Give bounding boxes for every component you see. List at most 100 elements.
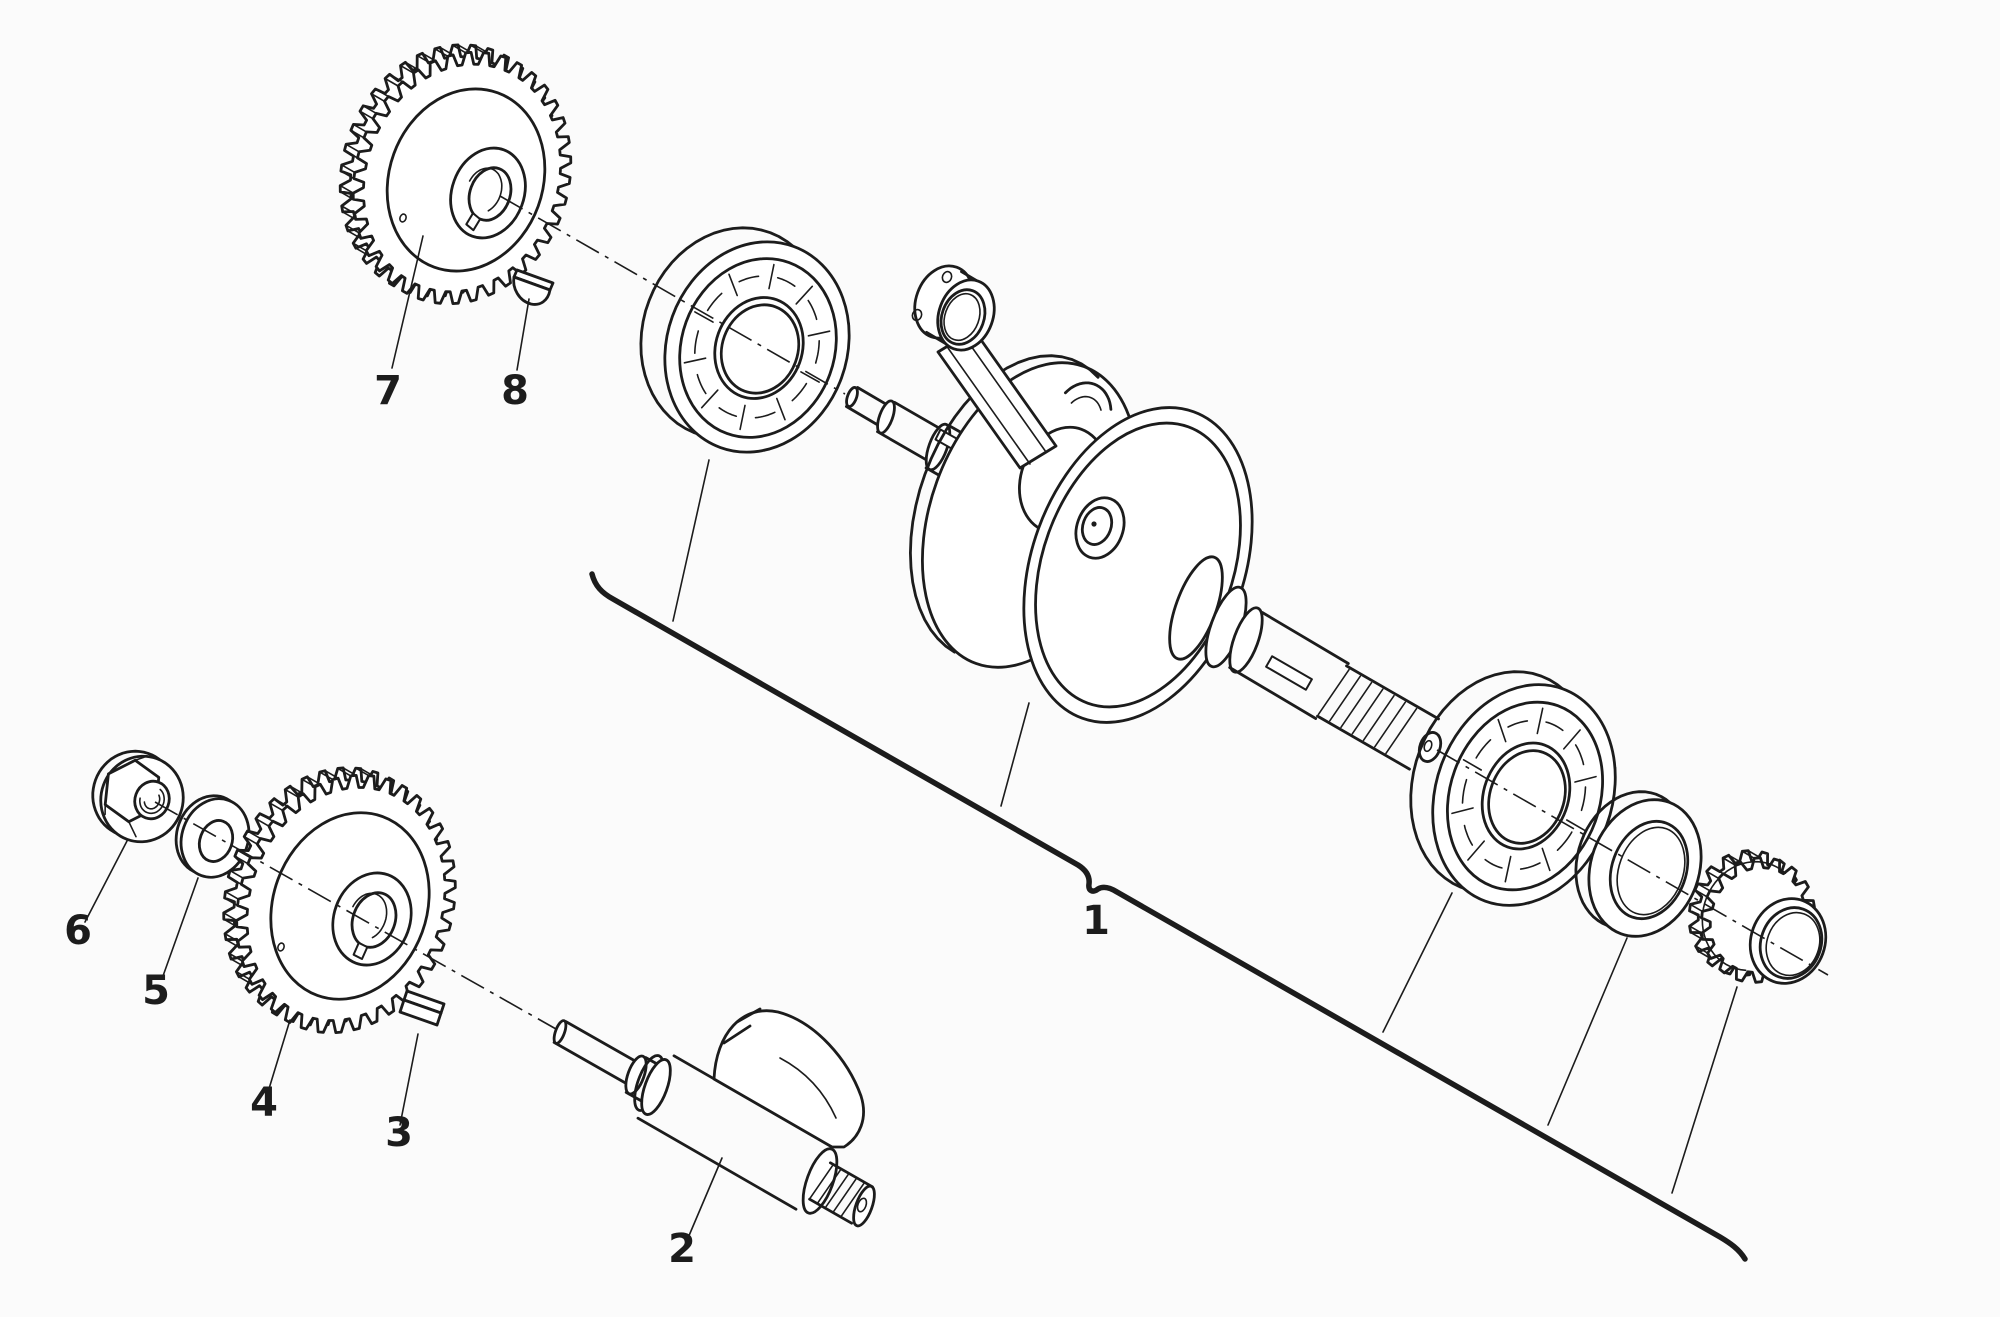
crank-shaft-step: [876, 399, 896, 435]
shaft-thread-section: [808, 1197, 853, 1225]
gear-face-hole: [277, 942, 285, 952]
seal-back-rim: [1574, 790, 1680, 930]
crank-pin-boss-inner: [1080, 506, 1114, 546]
gear-tooth-flank: [388, 73, 404, 83]
bearing-ball: [738, 275, 760, 283]
gear-tooth-flank: [224, 932, 239, 943]
lobe-bevel: [735, 1007, 762, 1024]
bearing-inner-race: [713, 296, 805, 400]
bearing-ball: [1574, 744, 1585, 766]
conrod-oil-hole: [911, 308, 923, 322]
bearing-cage-bar: [694, 311, 714, 323]
part-label-7: 7: [374, 368, 402, 414]
bearing-ball: [1463, 824, 1474, 846]
crank-tip-hole: [1423, 739, 1433, 753]
counterweight-lobe: [712, 1009, 865, 1149]
bearing-ball: [1545, 721, 1564, 732]
leader-line: [1671, 986, 1738, 1194]
gear-tooth-flank: [230, 958, 245, 968]
shaft-thread: [809, 1164, 834, 1200]
gear-tooth-flank: [301, 778, 316, 788]
gear-tooth-flank: [223, 897, 239, 907]
gear-bore-depth: [468, 167, 503, 212]
sprocket-bore-rim: [1765, 911, 1821, 977]
lobe-inner-curve: [779, 1057, 837, 1119]
gear-tooth-flank: [352, 242, 368, 252]
crank-thread-section: [1316, 714, 1411, 771]
bearing-ball: [814, 340, 820, 364]
bearing-cage-bar: [807, 330, 831, 337]
gear-tooth-flank: [222, 912, 238, 922]
bearing-cage-bar: [1504, 855, 1512, 883]
crank-thread: [1317, 668, 1350, 716]
bearing-cage-bar: [775, 397, 786, 421]
gear-face-hole: [399, 213, 407, 223]
bearing-ball: [1519, 862, 1541, 870]
leader-line: [391, 235, 424, 369]
washer-bore: [197, 819, 235, 863]
bracket-line: [589, 571, 1748, 1262]
bearing-outer-ring-inner-edge: [1446, 700, 1604, 892]
gear-tooth-flank: [342, 767, 358, 777]
gear-tooth-flank: [341, 211, 357, 221]
gear-tooth-flank: [343, 149, 359, 159]
bearing-cage-bar: [768, 263, 775, 290]
gear-tooth-flank: [340, 164, 356, 174]
leader-line: [1382, 892, 1453, 1033]
gear-tooth-flank: [224, 890, 240, 901]
part-label-2: 2: [668, 1226, 696, 1272]
key-end-face: [436, 1003, 445, 1026]
washer-5: [174, 794, 251, 879]
gear-tooth-flank: [340, 170, 355, 180]
gear-tooth-flank: [1710, 865, 1724, 875]
gear-tooth-flank: [225, 938, 240, 949]
part-label-5: 5: [142, 968, 170, 1014]
gear-tooth-flank: [336, 767, 352, 777]
gear-tooth-flank: [246, 830, 262, 840]
shaft-body: [636, 1116, 798, 1211]
drive-gear-7: [338, 43, 573, 305]
gear-tooth-flank: [235, 970, 251, 981]
bearing-cage-bar: [1574, 775, 1597, 783]
part-number-labels: 1 2 3 4 5 6 7 8: [64, 368, 1110, 1272]
bearing-cage-bar: [683, 357, 707, 364]
gear-tooth-flank: [340, 205, 356, 215]
bearing-ball: [1556, 831, 1573, 851]
gear-tooth-flank: [1694, 888, 1708, 898]
gear-keyway: [352, 941, 369, 960]
bearing-cage-bar: [1467, 840, 1485, 861]
crank-right-keyway: [1265, 655, 1313, 691]
gear-tooth-flank: [273, 797, 289, 807]
gear-tooth-flank: [1688, 910, 1703, 919]
gear-tooth-flank: [243, 835, 259, 845]
bearing-cage-bar: [800, 371, 820, 383]
crank-thread: [1329, 675, 1362, 722]
nut-hex-facet: [107, 773, 110, 776]
gear-tooth-flank: [347, 230, 362, 240]
gear-tooth-flank: [1697, 882, 1711, 892]
balance-gear-4: [222, 766, 457, 1034]
assembly-bracket-1: [589, 571, 1748, 1262]
gear-tooth-flank: [223, 918, 238, 928]
woodruff-key-8: [512, 268, 555, 306]
main-bearing-right: [1409, 670, 1617, 907]
bearing-cage-bar: [1462, 758, 1482, 771]
sprocket-mid-rib: [1701, 860, 1787, 972]
crank-thread: [1385, 707, 1418, 755]
crank-nose-tip: [845, 386, 859, 408]
balance-shaft-2: [552, 1007, 876, 1228]
conrod-beam-rib: [947, 347, 1031, 465]
shaft-nose: [552, 1041, 628, 1085]
crank-collar: [1228, 606, 1264, 674]
gear-tooth-flank: [227, 875, 243, 886]
gear-face-edge: [269, 811, 431, 1001]
leader-line: [267, 1019, 291, 1093]
crankshaft-front-web-and-shaft: [1022, 406, 1443, 771]
leader-lines: [84, 235, 1738, 1239]
gear-tooth-flank: [352, 123, 368, 133]
gear-tooth-flank: [469, 44, 485, 54]
gear-tooth-flank: [362, 105, 378, 115]
bearing-ball: [694, 330, 700, 354]
gear-tooth-flank: [451, 44, 467, 54]
